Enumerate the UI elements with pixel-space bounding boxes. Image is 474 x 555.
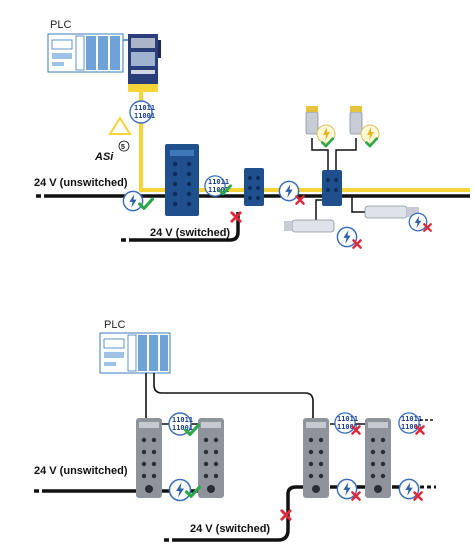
top-unswitched-label: 24 V (unswitched): [34, 177, 128, 189]
svg-text:11011: 11011: [172, 416, 193, 424]
lightning-icon: [122, 190, 144, 212]
bottom-io-module-2: [198, 418, 224, 498]
bottom-power-ok: [168, 478, 201, 502]
bottom-switched-label: 24 V (switched): [190, 523, 270, 535]
svg-text:11001: 11001: [401, 423, 422, 431]
bottom-io-module-4: [365, 418, 391, 498]
svg-text:11001: 11001: [337, 423, 358, 431]
top-asi-logo-icon: ASi 5: [94, 116, 132, 163]
top-plc-icon: [47, 33, 128, 73]
svg-text:11011: 11011: [134, 104, 155, 112]
lightning-icon: [398, 478, 420, 500]
top-sensor-1-icon: [305, 106, 336, 148]
lightning-icon: [168, 478, 192, 502]
bottom-data-ok: 11011 11001: [168, 412, 200, 436]
bottom-power-fail-1: [336, 478, 361, 501]
top-data-ok: 11011 11001: [204, 175, 232, 197]
svg-text:11011: 11011: [208, 178, 229, 186]
bottom-plc-label: PLC: [104, 319, 125, 331]
bottom-diagram: PLC 24 V (unswitched) 24 V (swit: [28, 319, 436, 542]
top-power-fail-1: [278, 180, 305, 205]
top-diagram: PLC: [30, 19, 470, 249]
top-sensor-4-icon: [284, 219, 362, 249]
bottom-io-module-1: [136, 418, 162, 498]
lightning-icon: [336, 478, 358, 500]
bottom-data-fail-2: 11011 11001: [398, 412, 434, 435]
top-io-module-large: [165, 144, 199, 216]
top-asi-gateway: [128, 34, 161, 92]
bottom-io-module-3: [303, 418, 329, 498]
bottom-unswitched-label: 24 V (unswitched): [34, 465, 128, 477]
top-gateway-data-icon: 11011 11001: [129, 100, 155, 124]
svg-text:11001: 11001: [172, 424, 193, 432]
top-sensor-3-icon: [364, 205, 432, 232]
top-switched-label: 24 V (switched): [150, 227, 230, 239]
bottom-power-fail-2: [398, 478, 423, 501]
lightning-icon: [278, 180, 300, 202]
svg-text:11011: 11011: [337, 415, 358, 423]
bottom-plc-icon: [99, 332, 171, 374]
svg-text:5: 5: [121, 144, 125, 151]
top-io-module-small-2: [322, 170, 342, 206]
bottom-data-fail-1: 11011 11001: [334, 412, 361, 435]
top-io-module-small-1: [244, 168, 264, 206]
top-sensor-2-icon: [349, 106, 380, 148]
top-plc-label: PLC: [50, 19, 71, 31]
svg-text:11001: 11001: [134, 112, 155, 120]
svg-text:11011: 11011: [401, 415, 422, 423]
lightning-icon: [336, 226, 358, 248]
lightning-icon: [408, 212, 428, 232]
svg-text:ASi: ASi: [94, 151, 114, 163]
